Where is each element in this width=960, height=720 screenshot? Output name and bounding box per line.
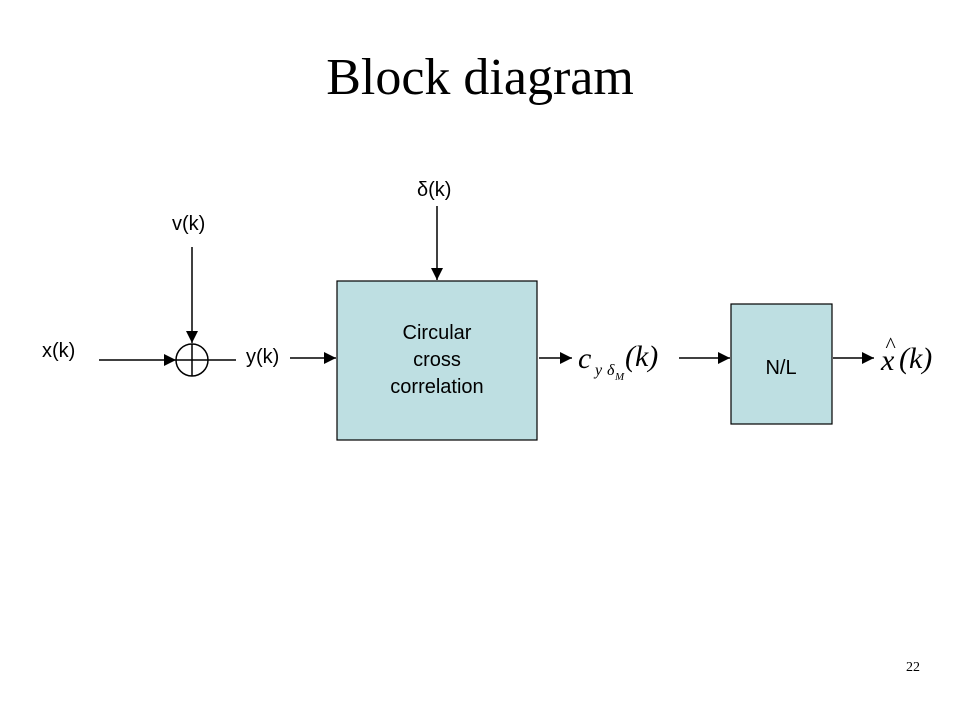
nonlinear-label: N/L	[765, 357, 796, 379]
delta-label: δ(k)	[417, 179, 451, 201]
svg-text:y: y	[593, 362, 603, 379]
page-title: Block diagram	[326, 49, 634, 106]
correlation-output-expression: c y δ M (k)	[578, 340, 658, 383]
correlation-line-1: Circular	[403, 322, 472, 344]
noise-v-label: v(k)	[172, 213, 205, 235]
summing-junction	[175, 343, 209, 377]
input-x-label: x(k)	[42, 340, 75, 362]
sum-out-y-label: y(k)	[246, 346, 279, 368]
page-number: 22	[906, 660, 920, 675]
svg-text:M: M	[614, 371, 625, 383]
nonlinear-block: N/L	[730, 303, 833, 425]
svg-text:δ: δ	[607, 362, 615, 379]
svg-text:x: x	[880, 344, 895, 377]
estimate-expression: x ^ (k)	[880, 332, 932, 377]
correlation-line-2: cross	[413, 349, 461, 371]
svg-text:c: c	[578, 342, 591, 375]
svg-text:^: ^	[885, 332, 896, 357]
svg-text:(k): (k)	[625, 340, 658, 373]
svg-text:(k): (k)	[899, 342, 932, 375]
correlation-line-3: correlation	[390, 376, 483, 398]
circular-cross-correlation-block: Circular cross correlation	[336, 280, 538, 441]
